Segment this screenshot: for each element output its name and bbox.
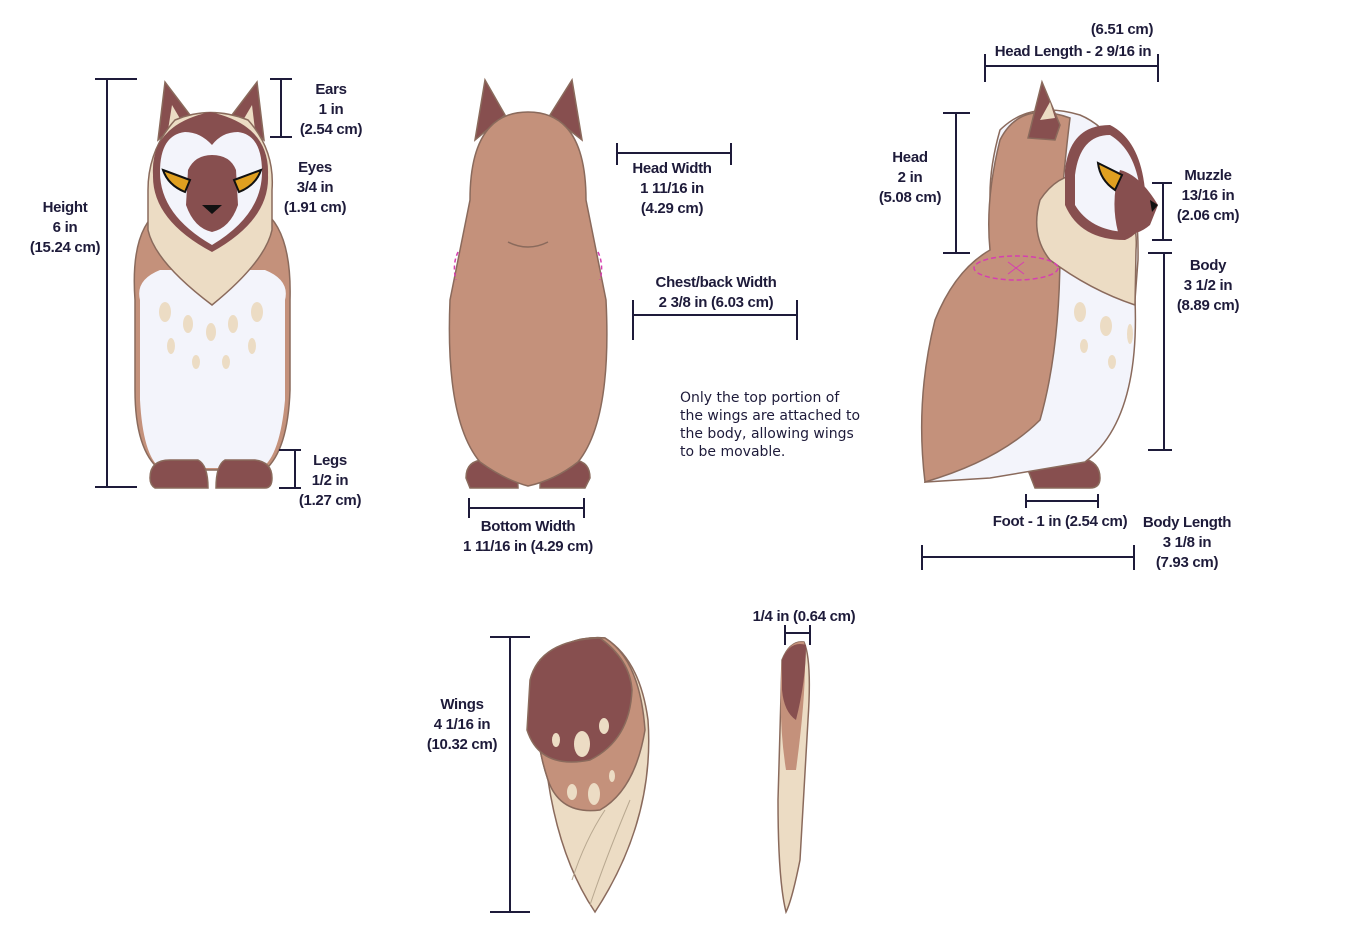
height-in: 6 in [53,219,78,236]
foot-value: Foot - 1 in (2.54 cm) [993,513,1128,530]
legs-in: 1/2 in [312,472,349,489]
head-cm: (5.08 cm) [879,189,942,206]
ears-title: Ears [315,81,346,98]
head-in: 2 in [898,169,923,186]
body-title: Body [1190,257,1227,274]
wing-dimension-lines [490,625,811,913]
side-dimension-lines [921,54,1172,570]
wing-side-drawing [777,641,811,915]
front-view-owl [133,80,291,489]
side-view-owl [920,79,1158,489]
note-line: Only the top portion of [680,390,840,406]
note-line: the body, allowing wings [680,426,854,442]
body-cm: (8.89 cm) [1177,297,1240,314]
eyes-cm: (1.91 cm) [284,199,347,216]
height-cm: (15.24 cm) [30,239,101,256]
legs-title: Legs [313,452,347,469]
bottom-width-title: Bottom Width [481,518,576,535]
back-view-owl [448,77,608,489]
body-length-title: Body Length [1143,514,1231,531]
bottom-width-value: 1 11/16 in (4.29 cm) [463,538,593,555]
muzzle-cm: (2.06 cm) [1177,207,1240,224]
head-width-cm: (4.29 cm) [641,200,704,217]
back-dimension-lines [468,143,798,518]
wings-cm: (10.32 cm) [427,736,498,753]
ears-cm: (2.54 cm) [300,121,363,138]
wing-thickness-value: 1/4 in (0.64 cm) [753,608,856,625]
chest-width-value: 2 3/8 in (6.03 cm) [659,294,774,311]
note-line: to be movable. [680,444,785,460]
eyes-title: Eyes [298,159,332,176]
muzzle-title: Muzzle [1184,167,1231,184]
note-line: the wings are attached to [680,408,860,424]
legs-cm: (1.27 cm) [299,492,362,509]
body-length-in: 3 1/8 in [1163,534,1212,551]
head-length-cm: (6.51 cm) [1091,21,1154,38]
ears-in: 1 in [319,101,344,118]
head-width-title: Head Width [632,160,711,177]
head-width-in: 1 11/16 in [640,180,704,197]
height-title: Height [43,199,88,216]
body-in: 3 1/2 in [1184,277,1233,294]
head-title: Head [892,149,928,166]
eyes-in: 3/4 in [297,179,334,196]
wing-front-drawing [526,636,650,914]
front-dimension-lines [95,78,301,489]
body-length-cm: (7.93 cm) [1156,554,1219,571]
head-length-title: Head Length - 2 9/16 in [995,43,1152,60]
wings-title: Wings [440,696,483,713]
muzzle-in: 13/16 in [1182,187,1235,204]
chest-width-title: Chest/back Width [656,274,777,291]
wings-in: 4 1/16 in [434,716,491,733]
